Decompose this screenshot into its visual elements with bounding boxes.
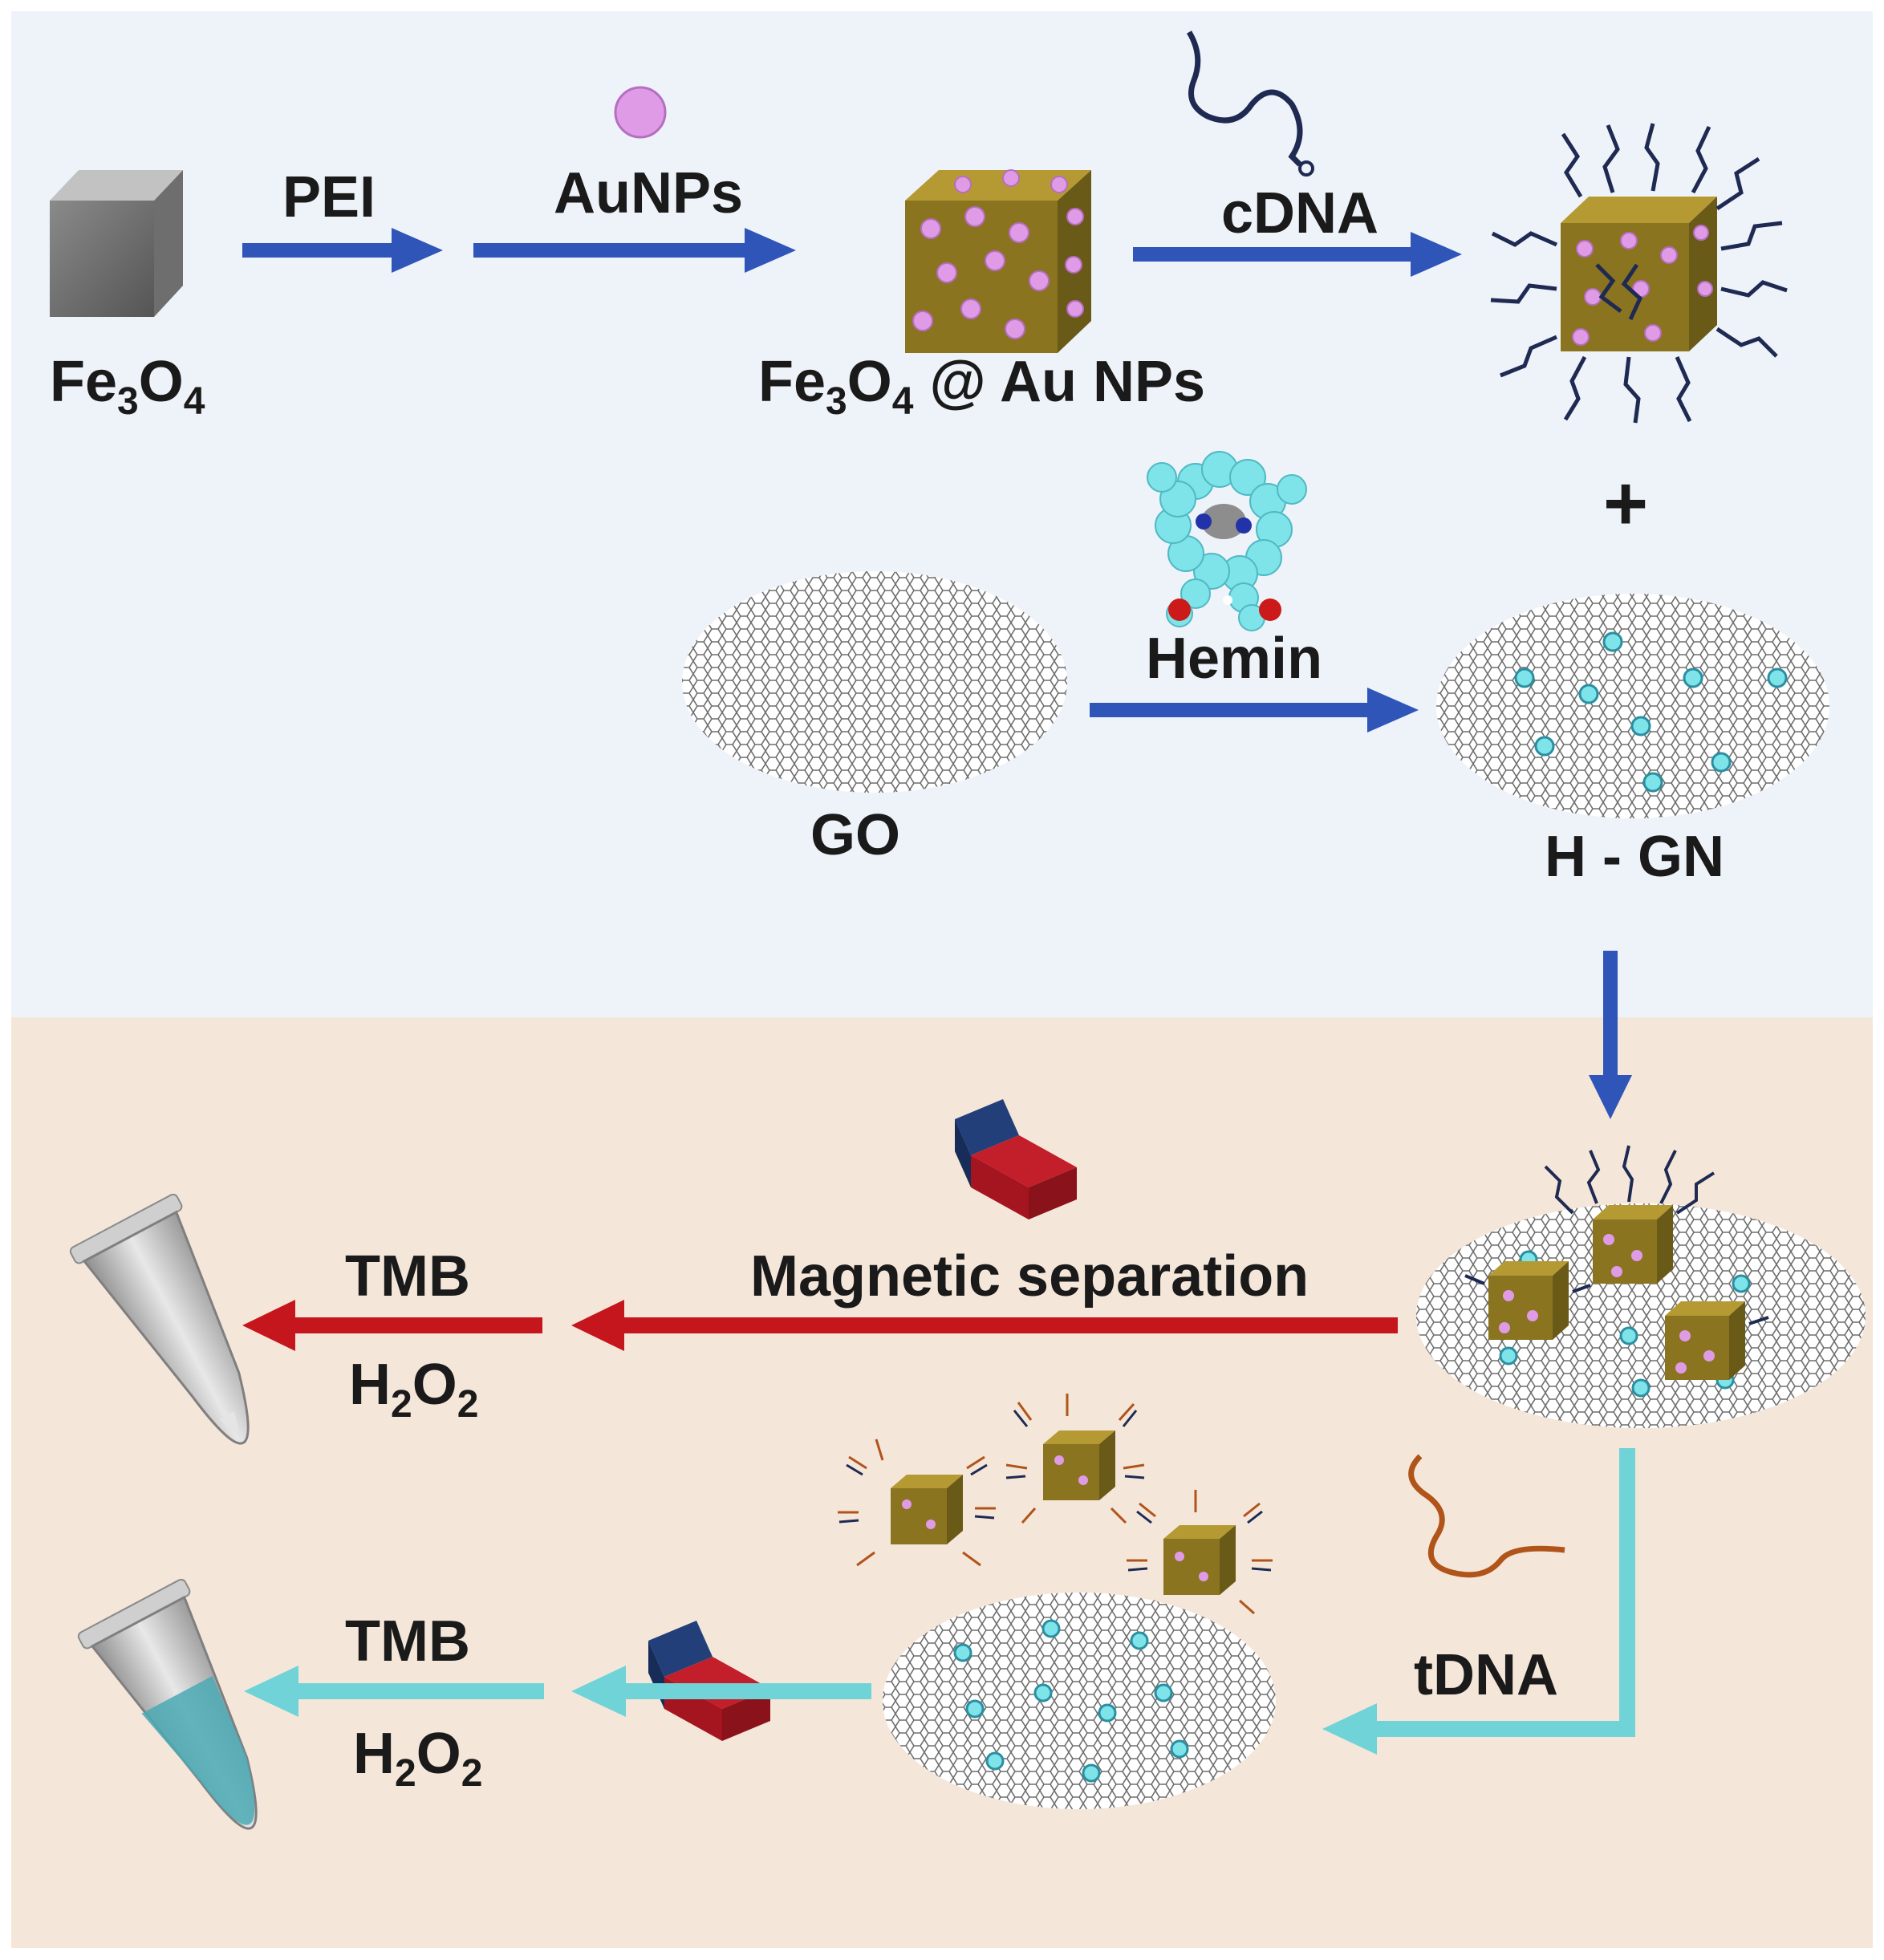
label-tdna: tDNA — [1414, 1643, 1558, 1707]
h-gn-sheet — [1436, 594, 1829, 818]
cdna-linker-icon — [1298, 160, 1314, 177]
arrow-aunps — [473, 228, 796, 273]
plus-sign: + — [1603, 461, 1648, 546]
label-aunps: AuNPs — [554, 161, 743, 225]
cdna-strand — [1186, 30, 1303, 167]
label-fe3o4-au-nps: Fe3O4 @ Au NPs — [758, 350, 1205, 423]
h-gn-sheet-bottom — [883, 1593, 1276, 1809]
released-cubes — [838, 1394, 1273, 1615]
tdna-strand — [1408, 1454, 1565, 1578]
label-fe3o4: Fe3O4 — [50, 350, 205, 423]
label-h-gn: H - GN — [1545, 825, 1724, 889]
label-pei: PEI — [282, 165, 376, 229]
cdna-functionalized-cube — [1490, 123, 1788, 424]
arrow-tmb-bottom — [244, 1666, 544, 1717]
label-h2o2-top: H2O2 — [349, 1353, 478, 1426]
arrow-cdna — [1133, 232, 1462, 277]
label-tmb-top: TMB — [345, 1244, 470, 1309]
label-hemin: Hemin — [1146, 627, 1322, 691]
label-magnetic-separation: Magnetic separation — [750, 1244, 1309, 1309]
au-nanoparticle-icon — [614, 86, 667, 139]
label-tmb-bottom: TMB — [345, 1609, 470, 1674]
fe3o4-cube — [50, 170, 183, 317]
arrow-down — [1589, 951, 1632, 1119]
arrow-tdna — [1322, 1448, 1635, 1755]
arrow-pei — [242, 228, 443, 273]
label-go: GO — [810, 803, 900, 867]
arrow-cyan-middle — [571, 1666, 871, 1717]
go-sheet — [682, 571, 1067, 793]
arrow-hemin — [1090, 688, 1419, 732]
tube-colorless — [69, 1193, 250, 1445]
tube-blue — [77, 1578, 258, 1830]
label-h2o2-bottom: H2O2 — [353, 1722, 482, 1795]
label-cdna: cDNA — [1221, 181, 1378, 246]
magnet-icon-top — [955, 1099, 1077, 1219]
hybrid-assembly — [1416, 1145, 1866, 1428]
hemin-molecule-icon — [1147, 451, 1307, 631]
fe3o4-au-cube — [905, 169, 1091, 353]
arrow-tmb-top — [242, 1300, 542, 1351]
arrow-magnetic-separation — [571, 1300, 1398, 1351]
